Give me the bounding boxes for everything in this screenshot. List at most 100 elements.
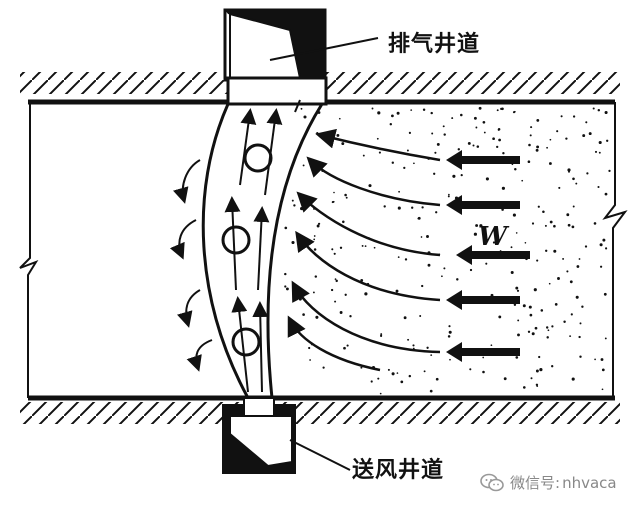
smoke-dot bbox=[485, 177, 489, 181]
smoke-dot bbox=[565, 137, 568, 140]
smoke-dot bbox=[524, 242, 527, 244]
smoke-dot bbox=[510, 246, 513, 249]
smoke-dot bbox=[430, 354, 433, 356]
smoke-dot bbox=[411, 206, 414, 209]
smoke-dot bbox=[285, 287, 289, 291]
smoke-dot bbox=[398, 190, 400, 193]
smoke-dot bbox=[420, 236, 423, 238]
smoke-dot bbox=[396, 111, 400, 115]
smoke-dot bbox=[575, 295, 579, 299]
smoke-dot bbox=[515, 286, 519, 290]
smoke-dot bbox=[485, 262, 488, 265]
smoke-dot bbox=[597, 108, 601, 112]
smoke-dot bbox=[460, 174, 463, 177]
smoke-dot bbox=[344, 193, 347, 197]
smoke-dot bbox=[421, 206, 424, 209]
smoke-dot bbox=[475, 126, 478, 129]
smoke-dot bbox=[442, 125, 445, 128]
wind-label: W bbox=[478, 222, 508, 252]
smoke-dot bbox=[284, 226, 288, 230]
smoke-dot bbox=[371, 107, 374, 110]
smoke-dot bbox=[391, 372, 395, 376]
smoke-dot bbox=[300, 107, 303, 110]
smoke-dot bbox=[379, 392, 382, 395]
smoke-dot bbox=[293, 204, 296, 207]
smoke-dot bbox=[601, 388, 604, 391]
smoke-dot bbox=[530, 126, 533, 129]
smoke-dot bbox=[475, 224, 479, 227]
smoke-dot bbox=[408, 374, 412, 378]
smoke-dot bbox=[346, 344, 349, 347]
smoke-dot bbox=[517, 333, 520, 337]
smoke-dot bbox=[408, 131, 411, 134]
left-side-arrows bbox=[169, 159, 213, 372]
smoke-dot bbox=[387, 368, 390, 371]
smoke-dot bbox=[571, 225, 575, 229]
watermark-prefix: 微信号: bbox=[510, 474, 561, 492]
smoke-dot bbox=[535, 148, 539, 152]
smoke-dot bbox=[426, 346, 429, 349]
smoke-dot bbox=[469, 268, 473, 272]
smoke-dot bbox=[548, 282, 551, 285]
smoke-dot bbox=[556, 130, 559, 133]
smoke-dot bbox=[594, 150, 598, 153]
smoke-dot bbox=[501, 186, 505, 190]
smoke-dot bbox=[284, 272, 287, 276]
smoke-dot bbox=[315, 315, 319, 319]
supply-shaft bbox=[222, 397, 296, 474]
smoke-dot bbox=[482, 120, 486, 124]
smoke-dot bbox=[528, 305, 532, 309]
smoke-dot bbox=[593, 222, 597, 225]
smoke-dot bbox=[601, 368, 605, 372]
watermark-account: nhvaca bbox=[562, 473, 617, 492]
smoke-dot bbox=[284, 285, 287, 288]
smoke-dot bbox=[606, 139, 609, 142]
smoke-dot bbox=[303, 115, 307, 119]
smoke-dot bbox=[447, 335, 451, 338]
smoke-dot bbox=[599, 243, 603, 247]
smoke-dot bbox=[332, 200, 335, 203]
smoke-dot bbox=[345, 196, 348, 199]
watermark: 微信号: nhvaca bbox=[480, 472, 617, 493]
smoke-dot bbox=[419, 315, 422, 317]
smoke-dot bbox=[410, 109, 413, 111]
smoke-dot bbox=[536, 145, 540, 149]
smoke-dot bbox=[566, 213, 570, 217]
smoke-dot bbox=[421, 284, 424, 288]
supply-shaft-label: 送风井道 bbox=[352, 458, 445, 483]
smoke-dot bbox=[313, 248, 317, 251]
smoke-dot bbox=[443, 267, 446, 270]
smoke-dot bbox=[535, 369, 539, 373]
smoke-dot bbox=[412, 344, 415, 347]
smoke-dot bbox=[469, 368, 472, 371]
smoke-dot bbox=[448, 325, 451, 328]
smoke-dot bbox=[578, 258, 581, 260]
smoke-dot bbox=[417, 217, 420, 220]
smoke-dot bbox=[558, 186, 561, 189]
smoke-dot bbox=[313, 235, 316, 237]
smoke-dot bbox=[479, 224, 483, 228]
smoke-dot bbox=[333, 191, 335, 194]
smoke-dot bbox=[598, 140, 602, 145]
smoke-dot bbox=[531, 222, 535, 225]
smoke-dot bbox=[572, 177, 575, 181]
smoke-dot bbox=[391, 161, 394, 164]
smoke-dot bbox=[396, 372, 399, 374]
smoke-dot bbox=[517, 319, 520, 322]
smoke-dot bbox=[483, 131, 486, 134]
smoke-dot bbox=[443, 133, 446, 136]
smoke-dot bbox=[522, 386, 526, 389]
smoke-dot bbox=[571, 377, 575, 381]
smoke-dot bbox=[400, 380, 404, 384]
smoke-dot bbox=[291, 199, 294, 202]
smoke-dot bbox=[336, 133, 340, 137]
smoke-dot bbox=[431, 132, 434, 135]
smoke-dot bbox=[361, 244, 364, 247]
smoke-dot bbox=[448, 330, 452, 334]
smoke-dot bbox=[449, 358, 451, 361]
smoke-dot bbox=[570, 313, 573, 316]
smoke-dot bbox=[403, 316, 407, 320]
smoke-dot bbox=[521, 179, 524, 182]
smoke-dot bbox=[572, 205, 575, 208]
